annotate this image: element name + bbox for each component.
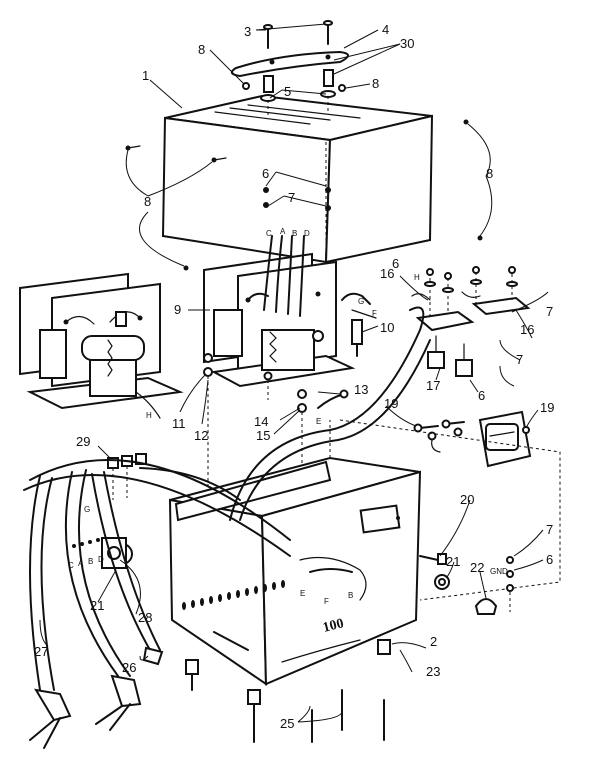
callout-7-cover: 7 xyxy=(288,190,295,205)
callout-numbers: 1 2 3 4 5 6 6 6 6 7 7 7 7 8 8 8 8 9 10 1… xyxy=(34,22,554,731)
callout-8-right: 8 xyxy=(486,166,493,181)
handle-screws xyxy=(263,20,333,49)
callout-22: 22 xyxy=(470,560,484,575)
callout-20: 20 xyxy=(460,492,474,507)
rectifier-brackets xyxy=(411,266,531,377)
carry-handle xyxy=(230,51,349,77)
callout-21-bushing: 21 xyxy=(446,554,460,569)
wire-letter-h-left: H xyxy=(146,411,152,420)
cable-clamp-positive xyxy=(95,674,142,731)
callout-19-right: 19 xyxy=(540,400,554,415)
wire-letter-e-lead: E xyxy=(316,417,321,426)
wire-letter-a: A xyxy=(280,227,286,236)
callout-30: 30 xyxy=(400,36,414,51)
circuit-breaker xyxy=(413,410,532,468)
callout-16-right: 16 xyxy=(520,322,534,337)
wire-letter-c: C xyxy=(266,229,272,238)
wire-letter-f-diode: F xyxy=(372,309,377,318)
left-transformer xyxy=(19,272,184,419)
callout-9: 9 xyxy=(174,302,181,317)
gnd-label: GND xyxy=(490,567,508,576)
callout-5: 5 xyxy=(284,84,291,99)
cover-screws xyxy=(125,82,483,271)
callout-17: 17 xyxy=(426,378,440,393)
callout-10: 10 xyxy=(380,320,394,335)
battery-cables xyxy=(23,459,291,691)
ring-terminal xyxy=(142,646,164,666)
selector-switch xyxy=(72,537,127,569)
callout-15: 15 xyxy=(256,428,270,443)
wire-letter-g-clip: G xyxy=(84,505,90,514)
switch-letter-b: B xyxy=(88,557,93,566)
callout-8-spacer: 8 xyxy=(372,76,379,91)
callout-11: 11 xyxy=(172,416,186,431)
leader-lines xyxy=(39,23,549,723)
center-transformer xyxy=(203,235,356,388)
callout-29: 29 xyxy=(76,434,90,449)
base-letter-b: B xyxy=(348,591,353,600)
cable-clamp-negative xyxy=(29,688,72,749)
wire-letter-b: B xyxy=(292,229,297,238)
callout-27: 27 xyxy=(34,644,48,659)
vent-slots xyxy=(182,580,285,610)
top-cover xyxy=(161,94,434,264)
switch-letter-c: C xyxy=(68,561,74,570)
callout-4: 4 xyxy=(382,22,389,37)
callout-1: 1 xyxy=(142,68,149,83)
callout-26: 26 xyxy=(122,660,136,675)
line-cord xyxy=(229,306,431,521)
callout-8-left: 8 xyxy=(144,194,151,209)
brand-label: 100 xyxy=(321,616,345,636)
wire-letter-d: D xyxy=(304,229,310,238)
callout-8-top: 8 xyxy=(198,42,205,57)
callout-7-rectifier: 7 xyxy=(516,352,523,367)
base-letter-f: F xyxy=(324,597,329,606)
panel-screw xyxy=(419,553,447,565)
callout-7-bracket: 7 xyxy=(546,304,553,319)
callout-6-bracket: 6 xyxy=(392,256,399,271)
rear-panel-outline xyxy=(329,419,561,601)
callout-7-gnd: 7 xyxy=(546,522,553,537)
switch-letter-a: A xyxy=(78,559,84,568)
base-cabinet: 100 xyxy=(168,456,422,686)
wire-letters: C A B D H H G F E G C A B D E F B xyxy=(68,227,420,606)
callout-23: 23 xyxy=(426,664,440,679)
callout-13: 13 xyxy=(354,382,368,397)
callout-6-cover: 6 xyxy=(262,166,269,181)
callout-25: 25 xyxy=(280,716,294,731)
base-letter-e: E xyxy=(300,589,305,598)
callout-19-left: 19 xyxy=(384,396,398,411)
wire-letter-h-bracket: H xyxy=(414,273,420,282)
callout-6-rectifier: 6 xyxy=(478,388,485,403)
callout-28: 28 xyxy=(138,610,152,625)
feet-and-screws xyxy=(185,639,391,743)
gnd-terminal: GND xyxy=(490,556,514,612)
switch-letter-d: D xyxy=(98,555,104,564)
callout-6-gnd: 6 xyxy=(546,552,553,567)
callout-16-left: 16 xyxy=(380,266,394,281)
callout-21-switch: 21 xyxy=(90,598,104,613)
wire-letter-g-diode: G xyxy=(358,297,364,306)
callout-14: 14 xyxy=(254,414,268,429)
grommet xyxy=(474,598,498,615)
callout-12: 12 xyxy=(194,428,208,443)
callout-3: 3 xyxy=(244,24,251,39)
callout-2: 2 xyxy=(430,634,437,649)
handle-spacers xyxy=(260,69,336,118)
